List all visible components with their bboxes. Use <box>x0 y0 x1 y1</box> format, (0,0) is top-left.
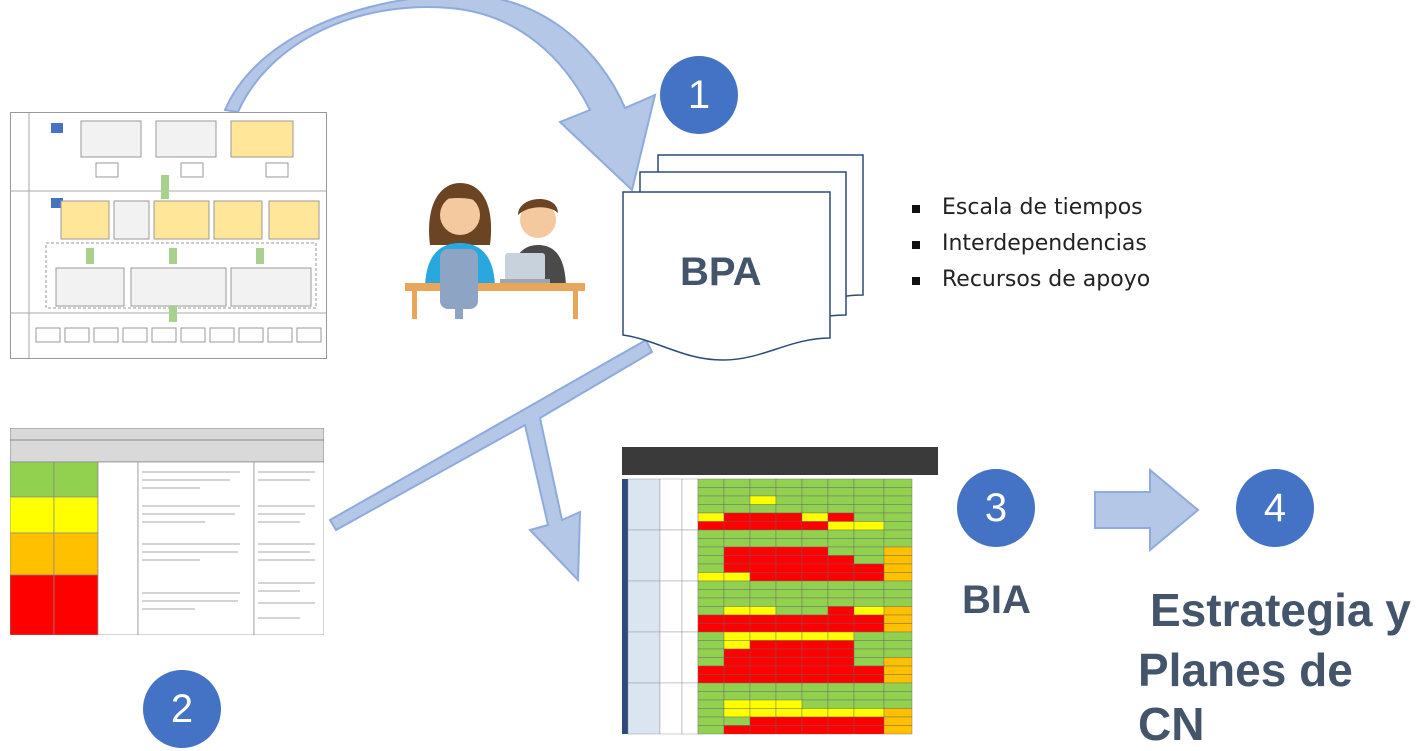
people-at-desk-icon <box>405 183 585 319</box>
arrow-map-to-bpa <box>223 0 657 192</box>
process-map-thumbnail <box>10 112 327 359</box>
bpa-bullet-list: Escala de tiempos Interdependencias Recu… <box>910 190 1150 298</box>
step-4-circle: 4 <box>1236 469 1314 547</box>
process-map-diagram <box>11 113 326 358</box>
bia-table-thumbnail <box>622 447 938 735</box>
laptop-icon <box>500 253 550 283</box>
bullet-item: Recursos de apoyo <box>910 262 1150 298</box>
arrow-bia-to-strategy <box>1094 467 1200 553</box>
risk-criteria-table-thumbnail <box>10 428 324 635</box>
bpa-label: BPA <box>680 250 762 294</box>
step-2-circle: 2 <box>143 670 221 748</box>
step-1-circle: 1 <box>660 56 738 134</box>
arrow-bpa-to-bia <box>328 338 654 583</box>
risk-criteria-table <box>10 428 324 635</box>
step-3-circle: 3 <box>957 469 1035 547</box>
bia-table <box>622 447 938 735</box>
document-stack-icon <box>622 154 864 361</box>
strategy-label-line1: Estrategia y <box>1150 584 1411 636</box>
bia-label: BIA <box>962 578 1031 622</box>
bullet-item: Escala de tiempos <box>910 190 1150 226</box>
bullet-item: Interdependencias <box>910 226 1150 262</box>
flow-arrows <box>223 0 1200 583</box>
